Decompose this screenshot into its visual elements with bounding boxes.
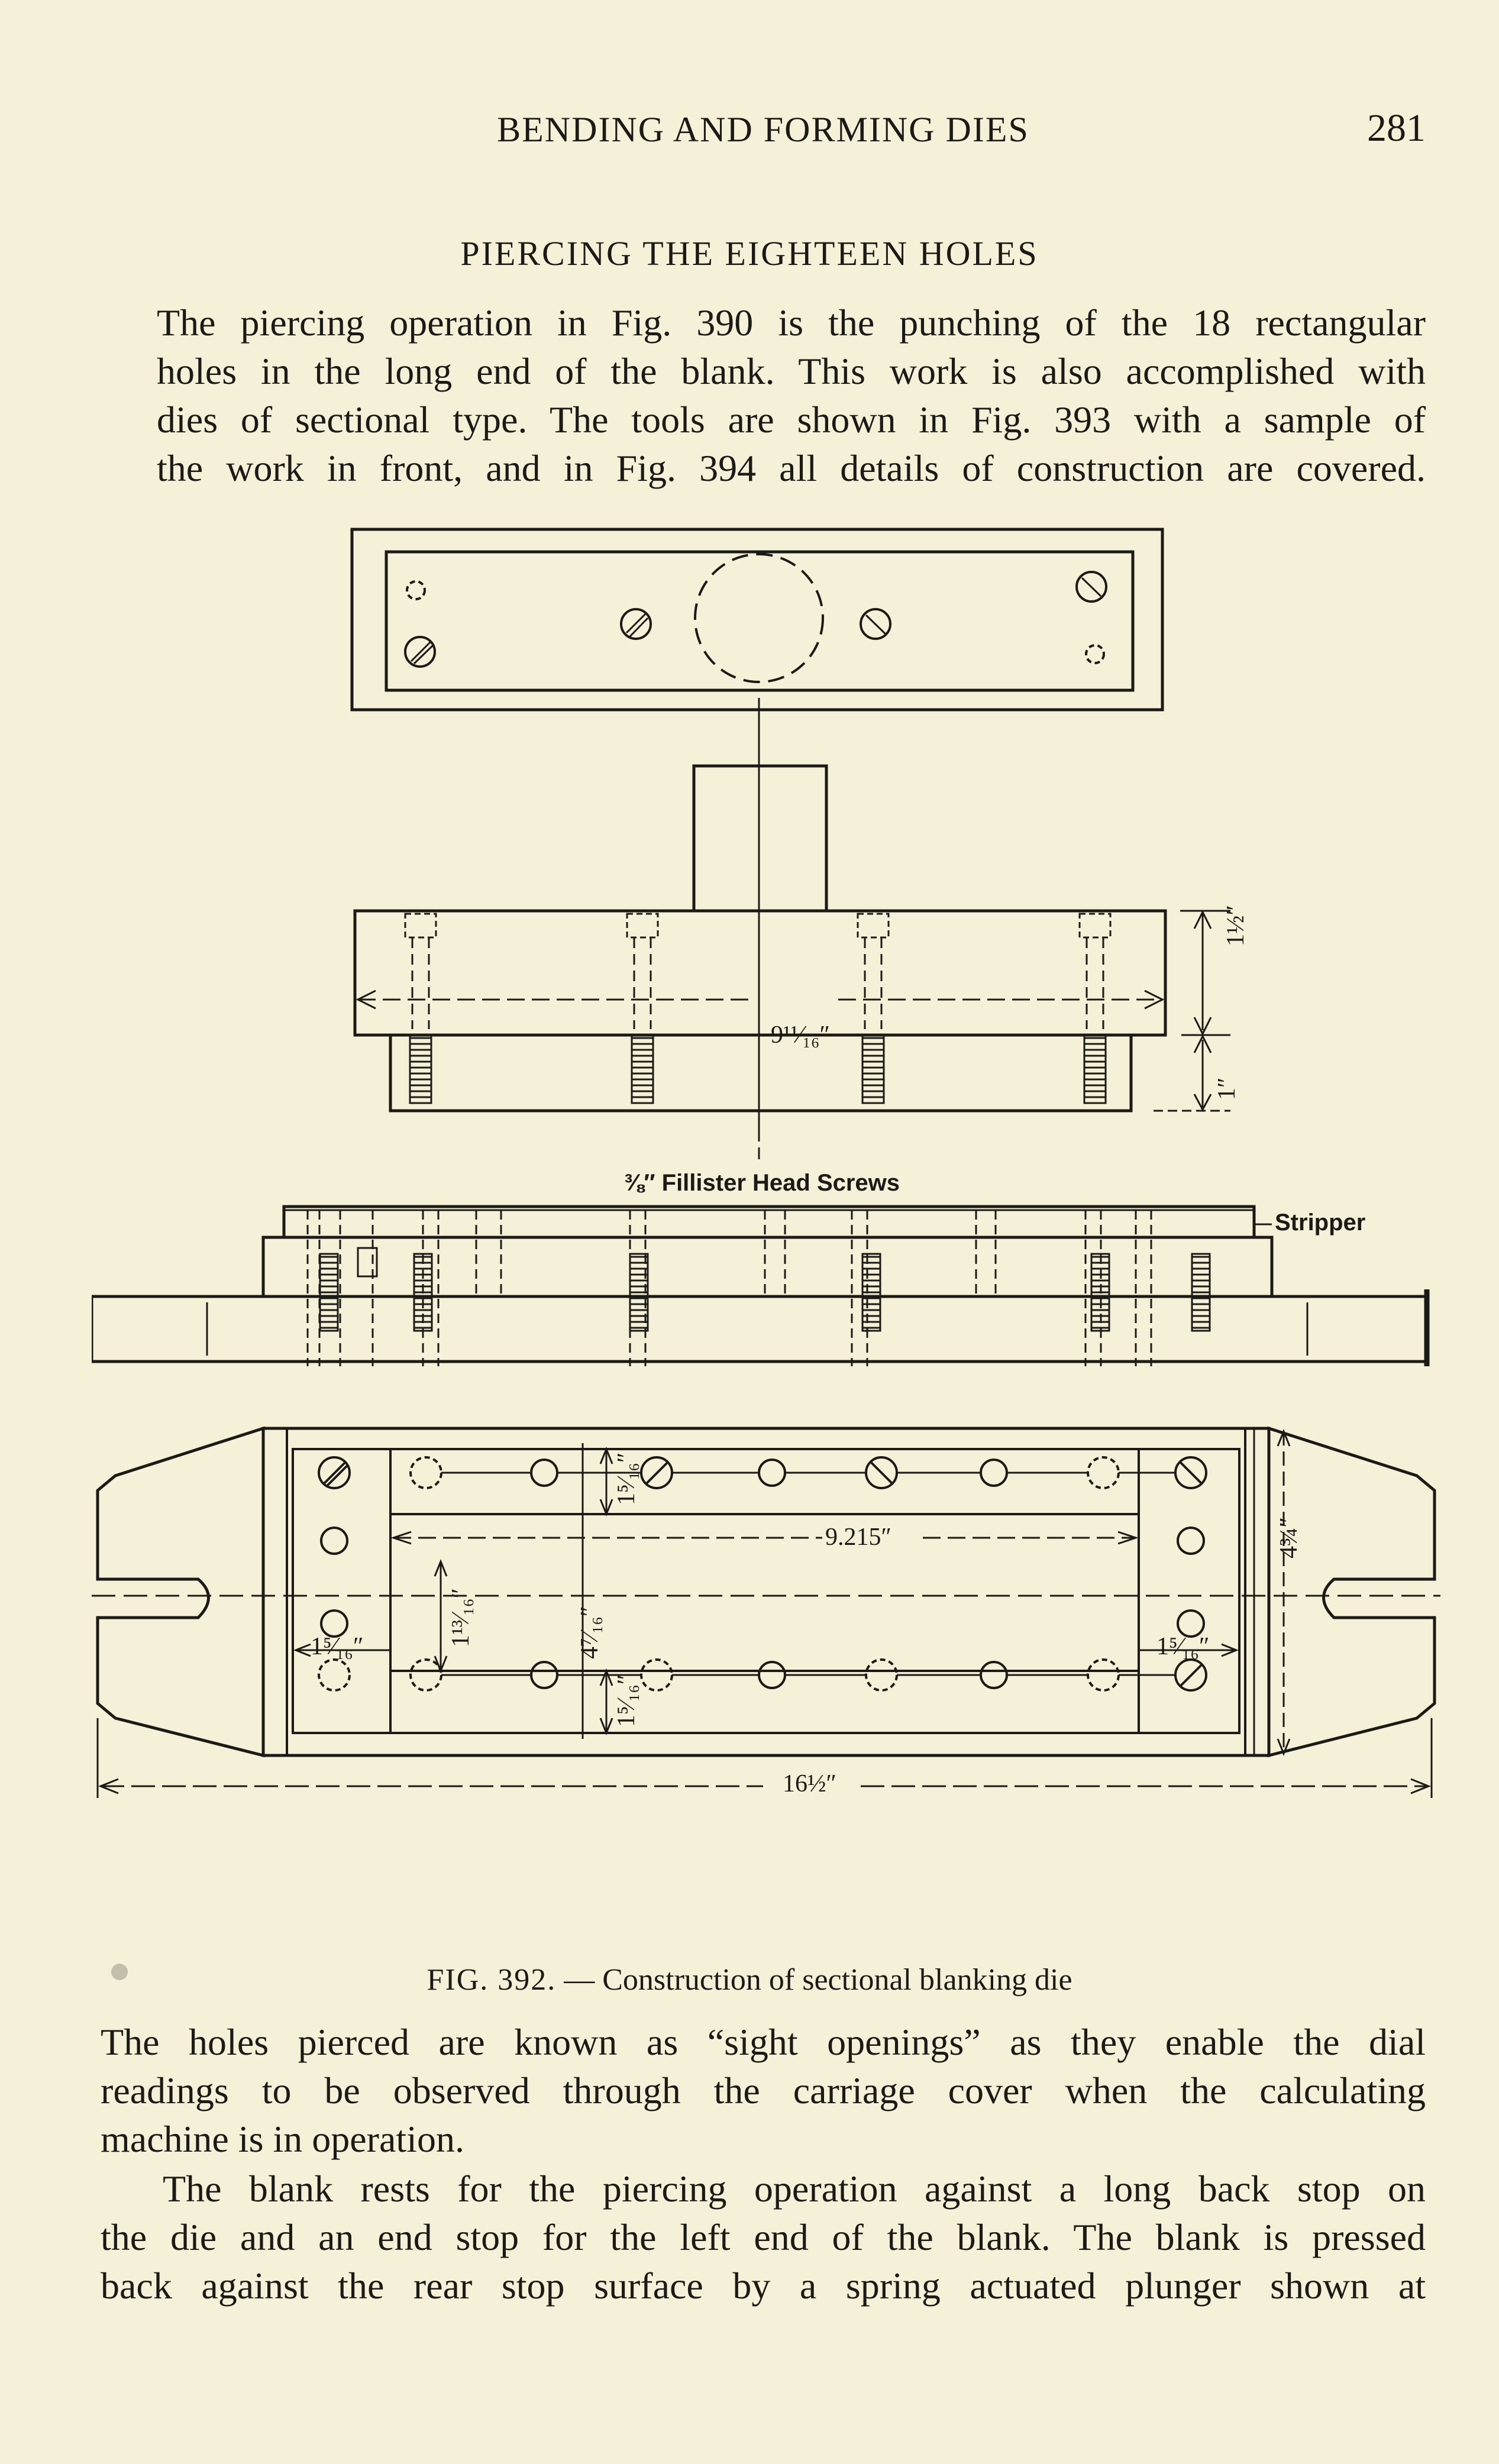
page-number: 281 xyxy=(1367,106,1426,150)
text-line: The blank rests for the piercing operati… xyxy=(163,2168,1426,2210)
text-line: machine is in operation. xyxy=(101,2118,464,2160)
paragraph-intro: The piercing operation in Fig. 390 is th… xyxy=(101,299,1426,493)
paragraph-sight-openings: The holes pierced are known as “sight op… xyxy=(101,2018,1426,2164)
paragraph-blank-rests: The blank rests for the piercing operati… xyxy=(101,2165,1426,2310)
text-line: The piercing operation in Fig. 390 is th… xyxy=(157,302,1426,344)
front-elevation-upper xyxy=(353,764,1230,1113)
caption-label: FIG. 392. xyxy=(427,1963,557,1997)
dimension-label: 9¹¹⁄₁₆″ xyxy=(771,1021,830,1049)
section-title: PIERCING THE EIGHTEEN HOLES xyxy=(460,234,1039,273)
text-line: holes in the long end of the blank. This… xyxy=(157,350,1426,392)
dimension-label: 4¾″ xyxy=(1275,1517,1303,1558)
caption-text: — Construction of sectional blanking die xyxy=(556,1963,1072,1997)
text-line: dies of sectional type. The tools are sh… xyxy=(157,399,1426,441)
top-view xyxy=(350,528,1164,1165)
figure-392: 9¹¹⁄₁₆″ 1½″ 1″ ⅜″ Fillister Head Screws … xyxy=(92,520,1440,1964)
dimension-label: 1⁵⁄₁₆″ xyxy=(613,1452,640,1505)
plan-view xyxy=(92,1426,1440,1798)
running-header: BENDING AND FORMING DIES 281 xyxy=(101,106,1426,157)
dimension-label: 1½″ xyxy=(1222,905,1249,946)
front-elevation-lower xyxy=(92,1205,1430,1366)
text-line: readings to be observed through the carr… xyxy=(101,2069,1426,2111)
dimension-label: 9.215″ xyxy=(825,1524,891,1551)
dimension-label: 1⁵⁄₁₆″ xyxy=(1156,1633,1210,1660)
text-line: the work in front, and in Fig. 394 all d… xyxy=(157,447,1426,489)
running-title: BENDING AND FORMING DIES xyxy=(497,110,1029,149)
dimension-label: 1¹³⁄₁₆″ xyxy=(447,1588,474,1647)
screws-note: ⅜″ Fillister Head Screws xyxy=(624,1170,900,1196)
figure-caption: FIG. 392. — Construction of sectional bl… xyxy=(0,1962,1499,1997)
text-line: the die and an end stop for the left end… xyxy=(101,2216,1426,2258)
dimension-label: 4⁷⁄₁₆″ xyxy=(576,1606,603,1659)
dimension-label: 1″ xyxy=(1213,1077,1240,1101)
dimension-label: 1⁵⁄₁₆″ xyxy=(613,1674,640,1727)
ink-smudge xyxy=(111,1964,128,1980)
dimension-label: 16½″ xyxy=(783,1770,836,1797)
stripper-label: Stripper xyxy=(1275,1210,1366,1236)
text-line: back against the rear stop surface by a … xyxy=(101,2265,1426,2307)
text-line: The holes pierced are known as “sight op… xyxy=(101,2021,1426,2063)
die-drawing xyxy=(92,528,1440,1798)
dimension-label: 1⁵⁄₁₆″ xyxy=(311,1633,364,1660)
